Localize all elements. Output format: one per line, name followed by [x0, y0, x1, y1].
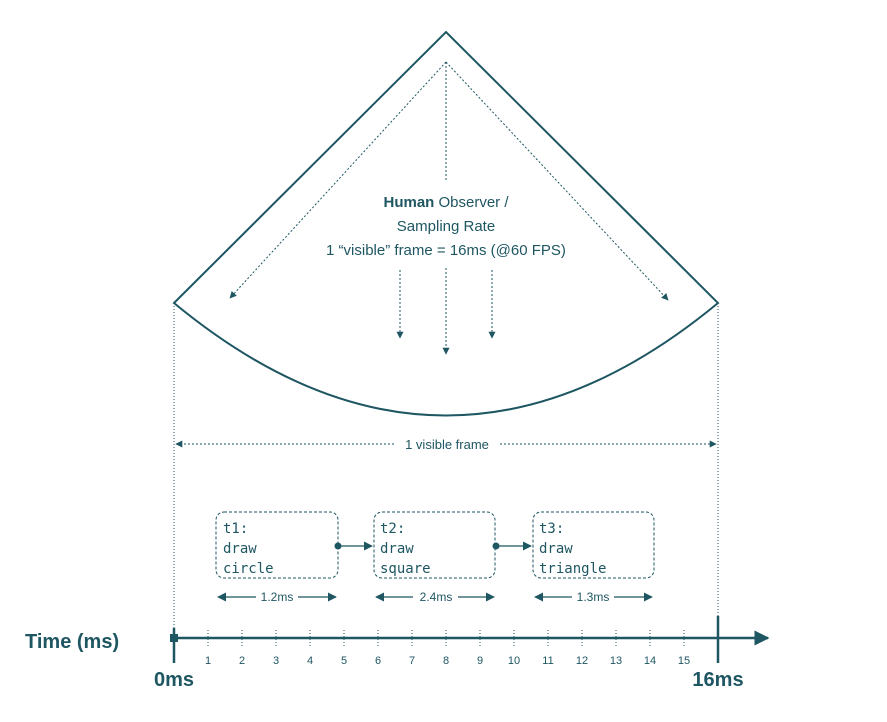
duration-3-label: 1.3ms	[577, 590, 610, 604]
time-tick-label: 6	[375, 655, 381, 667]
time-tick-label: 8	[443, 655, 449, 667]
time-tick-label: 9	[477, 655, 483, 667]
time-tick-label: 10	[508, 655, 520, 667]
observer-label-line2: Sampling Rate	[397, 218, 495, 235]
time-tick-label: 11	[542, 655, 553, 667]
time-end-label: 16ms	[692, 669, 743, 691]
task-2-id: t2:	[380, 521, 405, 537]
duration-2-label: 2.4ms	[420, 590, 453, 604]
time-tick-label: 3	[273, 655, 279, 667]
time-tick-label: 1	[205, 655, 211, 667]
task-box-3	[532, 511, 655, 579]
frame-span-label: 1 visible frame	[405, 437, 489, 452]
time-tick-label: 14	[644, 655, 656, 667]
time-tick-label: 5	[341, 655, 347, 667]
time-tick-label: 15	[678, 655, 690, 667]
observer-label-line3: 1 “visible” frame = 16ms (@60 FPS)	[326, 242, 566, 259]
observer-ray-right	[445, 61, 669, 301]
task-3-verb: draw	[539, 541, 573, 557]
task-3-id: t3:	[539, 521, 564, 537]
task-2-object: square	[380, 561, 431, 577]
task-1-verb: draw	[223, 541, 257, 557]
time-tick-label: 13	[610, 655, 622, 667]
task-box-1	[215, 511, 339, 579]
time-start-label: 0ms	[154, 669, 194, 691]
time-tick-label: 12	[576, 655, 588, 667]
time-tick-label: 4	[307, 655, 313, 667]
task-2-verb: draw	[380, 541, 414, 557]
observer-ray-left	[229, 61, 447, 299]
task-3-object: triangle	[539, 561, 606, 577]
duration-1-label: 1.2ms	[261, 590, 294, 604]
time-tick-label: 7	[409, 655, 415, 667]
time-tick-label: 2	[239, 655, 245, 667]
observer-label-line1: Human Observer /	[383, 194, 509, 211]
task-1-object: circle	[223, 561, 274, 577]
time-axis-label: Time (ms)	[25, 631, 119, 653]
observer-cone	[172, 30, 720, 417]
task-1-id: t1:	[223, 521, 248, 537]
